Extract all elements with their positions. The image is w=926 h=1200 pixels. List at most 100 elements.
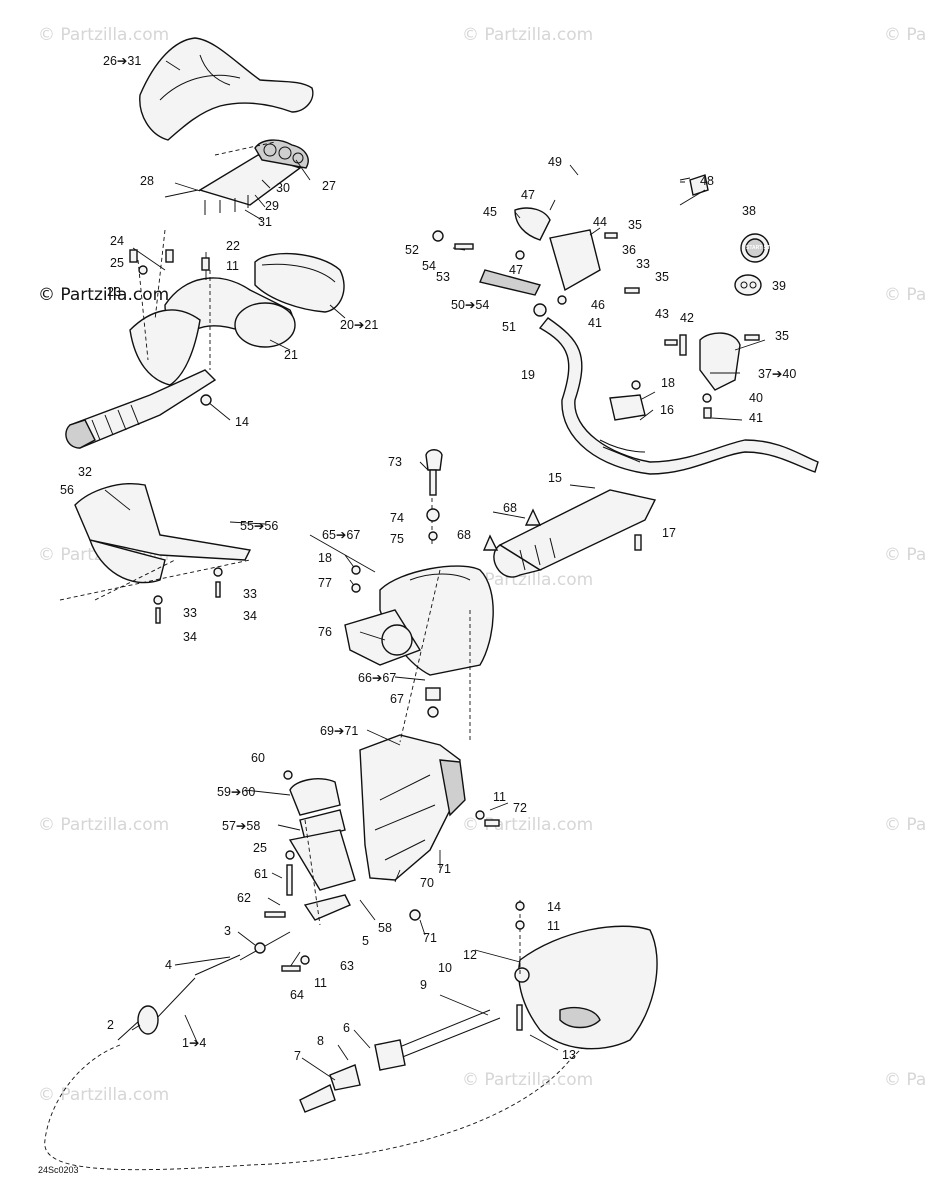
callout-label: 66➔67	[358, 671, 396, 685]
callout-label: 26➔31	[103, 54, 141, 68]
engine-start-stop-button: START STOP	[734, 233, 778, 296]
gauge-support-bracket	[164, 139, 309, 215]
steering-arm-linkage	[303, 894, 351, 921]
handlebar-tube	[538, 317, 819, 475]
callout-label: 59➔60	[217, 785, 255, 799]
callout-label: 71	[437, 862, 451, 876]
watermark: © Partzilla.com	[884, 815, 926, 835]
watermark: © Partzilla.com	[462, 1070, 593, 1090]
callout-label: 74	[390, 511, 404, 525]
drawing-code: 24Sc0203	[38, 1165, 79, 1175]
callout-label: 38	[742, 204, 756, 218]
watermark: © Partzilla.com	[38, 1085, 169, 1105]
callout-label: 9	[420, 978, 427, 992]
callout-label: 24	[110, 234, 124, 248]
watermark: © Partzilla.com	[38, 25, 169, 45]
right-switch-housing	[699, 332, 741, 391]
callout-label: 37➔40	[758, 367, 796, 381]
callout-label: 28	[140, 174, 154, 188]
callout-label: 44	[593, 215, 607, 229]
watermark: © Partzilla.com	[884, 545, 926, 565]
callout-label: 35	[775, 329, 789, 343]
callout-label: 41	[749, 411, 763, 425]
watermarks: © Partzilla.com © Partzilla.com © Partzi…	[38, 25, 926, 1105]
throttle-handle	[479, 207, 601, 296]
rear-steering-cable	[299, 1009, 501, 1113]
callout-label: 56	[60, 483, 74, 497]
callout-label: 49	[548, 155, 562, 169]
callout-label: 54	[422, 259, 436, 273]
callout-label: 1➔4	[182, 1036, 206, 1050]
callout-label: 63	[340, 959, 354, 973]
callout-label: 51	[502, 320, 516, 334]
callout-label: 68	[457, 528, 471, 542]
callout-label: 71	[423, 931, 437, 945]
callout-label: 45	[483, 205, 497, 219]
callout-label: 76	[318, 625, 332, 639]
watermark: © Partzilla.com	[884, 25, 926, 45]
callout-label: 20➔21	[340, 318, 378, 332]
callout-label: 39	[772, 279, 786, 293]
callout-label: 25	[253, 841, 267, 855]
callout-label: 47	[521, 188, 535, 202]
callout-label: 33	[636, 257, 650, 271]
callout-label: 11	[493, 790, 506, 804]
callout-label: 12	[463, 948, 477, 962]
callout-label: 77	[318, 576, 332, 590]
callout-label: 35	[628, 218, 642, 232]
callout-label: 30	[276, 181, 290, 195]
callout-label: 11	[314, 976, 327, 990]
steering-column-cover	[344, 565, 494, 676]
callout-label: 8	[317, 1034, 324, 1048]
callout-label: 55➔56	[240, 519, 278, 533]
handlebar-cover-left	[129, 277, 296, 386]
callout-label: 13	[562, 1048, 576, 1062]
callout-label: 57➔58	[222, 819, 260, 833]
callout-label: 43	[655, 307, 669, 321]
callout-label: 48	[700, 174, 714, 188]
handlebar-pad	[254, 252, 345, 313]
callout-label: 72	[513, 801, 527, 815]
callout-label: 41	[588, 316, 602, 330]
callout-label: 40	[749, 391, 763, 405]
button-caption: START STOP	[746, 245, 778, 251]
callout-labels: 26➔31 28 30 27 29 31 24 22 25 11 23 20➔2…	[60, 54, 796, 1063]
steering-clamp-upper	[288, 778, 356, 891]
callout-label: 36	[622, 243, 636, 257]
callout-label: 7	[294, 1049, 301, 1063]
choke-knob	[679, 174, 709, 206]
callout-label: 53	[436, 270, 450, 284]
callout-label: 18	[318, 551, 332, 565]
callout-label: 69➔71	[320, 724, 358, 738]
watermark: © Partzilla.com	[884, 1070, 926, 1090]
callout-label: 50➔54	[451, 298, 489, 312]
callout-label: 33	[243, 587, 257, 601]
callout-label: 34	[183, 630, 197, 644]
callout-label: 58	[378, 921, 392, 935]
watermark: © Partzilla.com	[884, 285, 926, 305]
callout-label: 4	[165, 958, 172, 972]
callout-label: 35	[655, 270, 669, 284]
watermark: © Partzilla.com	[462, 570, 593, 590]
jet-nozzle	[514, 925, 658, 1050]
callout-label: 18	[661, 376, 675, 390]
callout-label: 31	[258, 215, 272, 229]
callout-label: 16	[660, 403, 674, 417]
callout-label: 22	[226, 239, 240, 253]
throttle-lever-housing	[493, 489, 657, 578]
lower-ventilation-cover	[74, 483, 252, 584]
callout-label: 3	[224, 924, 231, 938]
steering-support	[359, 734, 466, 881]
watermark: © Partzilla.com	[462, 25, 593, 45]
callout-label: 62	[237, 891, 251, 905]
callout-label: 47	[509, 263, 523, 277]
watermark: © Partzilla.com	[38, 815, 169, 835]
callout-label: 2	[107, 1018, 114, 1032]
brand-logo: © Partzilla.com	[38, 285, 169, 305]
callout-label: 32	[78, 465, 92, 479]
callout-label: 46	[591, 298, 605, 312]
leader-lines	[104, 60, 766, 1081]
callout-label: 60	[251, 751, 265, 765]
